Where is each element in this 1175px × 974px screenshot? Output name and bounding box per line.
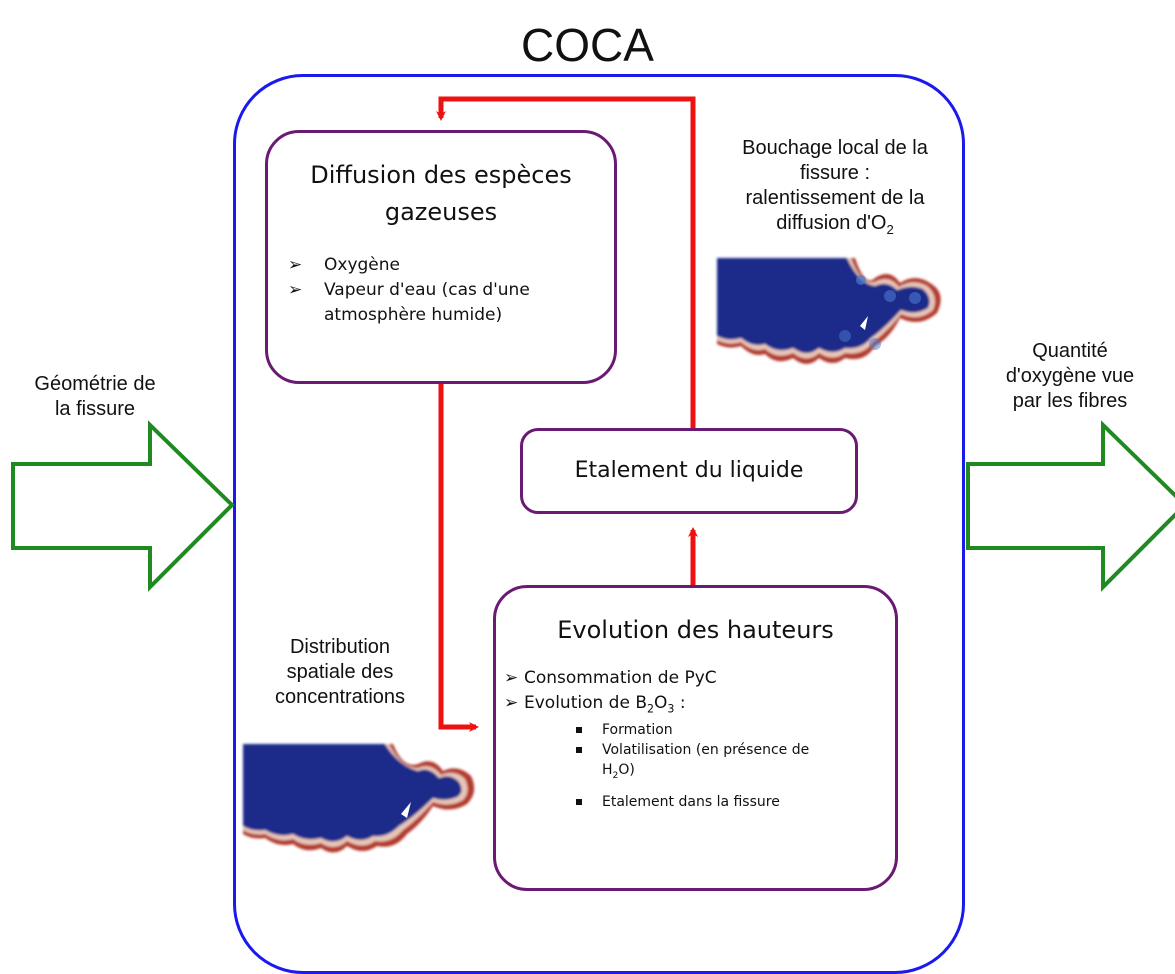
sub-list-item-label: Volatilisation (en présence de [602, 742, 810, 758]
input-arrow-shape [11, 420, 235, 592]
list-item: ➢Evolution de B2O3 : [504, 691, 889, 721]
list-item: ➢ Vapeur d'eau (cas d'une atmosphère humi… [288, 278, 608, 328]
input-label-line: Géométrie de [34, 373, 156, 395]
formula-subscript: 3 [667, 702, 675, 716]
arrow-bullet-icon: ➢ [288, 280, 303, 300]
output-label-line: Quantité [1032, 340, 1108, 362]
list-item: ➢ Oxygène [288, 253, 608, 278]
bouchage-label-line: ralentissement de la [745, 187, 925, 209]
etalement-box: Etalement du liquide [520, 428, 858, 514]
etalement-title: Etalement du liquide [574, 458, 804, 483]
formula-text: Evolution de B [524, 693, 647, 713]
sub-list-item: Formation [576, 720, 886, 740]
bouchage-label-line: diffusion d'O2 [700, 211, 970, 242]
formula-subscript: 2 [646, 702, 655, 716]
formula-text: O [654, 693, 668, 713]
sub-list-item: Etalement dans la fissure [576, 792, 886, 812]
bouchage-label-line: Bouchage local de la [742, 137, 928, 159]
distribution-label-line: concentrations [274, 686, 406, 708]
bouchage-subscript: 2 [886, 222, 894, 237]
diffusion-box: Diffusion des espèces gazeuses ➢ Oxygène … [265, 130, 617, 384]
formula-text: H [602, 762, 613, 778]
diffusion-list: ➢ Oxygène ➢ Vapeur d'eau (cas d'une atmosp… [288, 253, 608, 328]
formula-text: O) [618, 762, 635, 778]
formula-subscript: 2 [612, 770, 619, 781]
input-label-line: la fissure [54, 398, 136, 420]
formula-text: : [674, 693, 686, 713]
evolution-sublist: Formation Volatilisation (en présence de… [576, 720, 886, 812]
distribution-label-line: spatiale des [286, 661, 394, 683]
bouchage-text: diffusion d'O [776, 212, 887, 234]
sub-list-item: Volatilisation (en présence de H2O) [576, 740, 886, 786]
list-item-label: Oxygène [324, 255, 400, 275]
list-item-label: Consommation de PyC [524, 668, 717, 688]
bouchage-label-line: fissure : [799, 162, 871, 184]
diagram-title: COCA [521, 19, 654, 71]
arrow-bullet-icon: ➢ [504, 693, 519, 713]
evolution-list: ➢Consommation de PyC ➢Evolution de B2O3 … [504, 666, 889, 721]
output-arrow-shape [966, 420, 1175, 592]
bouchage-label: Bouchage local de la fissure : ralentiss… [700, 136, 970, 242]
distribution-label: Distribution spatiale des concentrations [245, 635, 435, 710]
arrow-bullet-icon: ➢ [504, 668, 519, 688]
list-item-label: Vapeur d'eau (cas d'une atmosphère humid… [324, 280, 530, 325]
list-item-label: Evolution de B2O3 : [524, 693, 686, 716]
list-item: ➢Consommation de PyC [504, 666, 889, 691]
output-label-line: par les fibres [1012, 390, 1128, 412]
evolution-title: Evolution des hauteurs [557, 616, 834, 644]
simulation-image-bouchage [717, 258, 941, 364]
diffusion-title: Diffusion des espèces gazeuses [310, 161, 572, 226]
simulation-image-distribution [243, 744, 475, 853]
output-label: Quantité d'oxygène vue par les fibres [965, 339, 1175, 414]
evolution-box: Evolution des hauteurs ➢Consommation de … [493, 585, 898, 891]
output-label-line: d'oxygène vue [1005, 365, 1135, 387]
arrow-bullet-icon: ➢ [288, 255, 303, 275]
distribution-label-line: Distribution [289, 636, 391, 658]
input-label: Géométrie de la fissure [0, 372, 190, 422]
